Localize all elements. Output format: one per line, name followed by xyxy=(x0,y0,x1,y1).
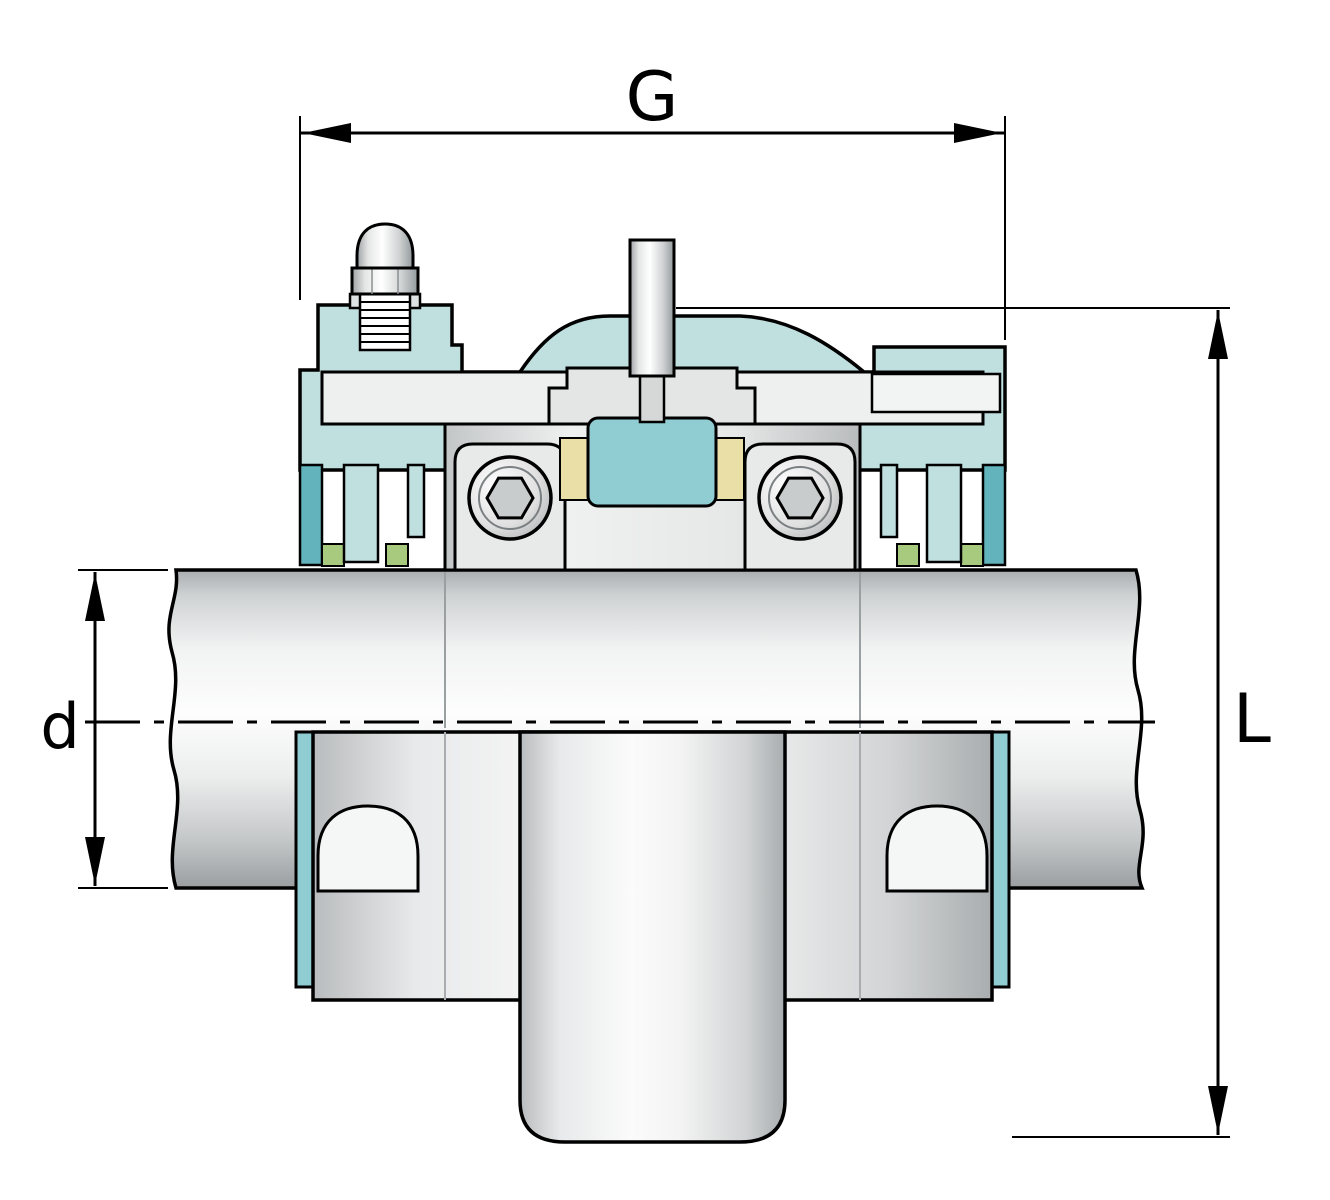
labyrinth-seals xyxy=(298,463,1007,567)
dim-l-arrow-bottom xyxy=(1208,1086,1228,1134)
dim-g-arrow-right xyxy=(954,123,1002,143)
cage-segment-right xyxy=(715,437,745,501)
labyrinth-tooth-left xyxy=(342,463,380,564)
cage-segment-left xyxy=(559,437,589,501)
grease-fitting-thread xyxy=(358,292,412,352)
dimension-g: G xyxy=(299,58,1006,340)
set-screw-left-chamfer xyxy=(478,466,542,530)
stud-stem xyxy=(638,374,666,424)
sleeve-arch-cutout-left xyxy=(316,804,420,893)
labyrinth-step-left xyxy=(406,463,426,539)
seal-ring-right-outer xyxy=(960,543,984,567)
seal-ring-left-outer xyxy=(321,543,345,567)
seal-ring-left-inner xyxy=(385,543,409,567)
set-screw-left xyxy=(467,455,553,541)
locating-pin-block xyxy=(586,416,718,508)
dim-d-arrow-top xyxy=(85,573,105,621)
set-screw-right xyxy=(757,455,843,541)
housing-lower-lip-left xyxy=(294,730,315,989)
dim-g-arrow-left xyxy=(303,123,351,143)
dimension-l: L xyxy=(676,307,1271,1138)
dimension-l-label: L xyxy=(1233,680,1271,759)
labyrinth-outer-strip-right xyxy=(981,463,1007,567)
lower-sleeve xyxy=(294,730,1011,1144)
dimension-d: d xyxy=(40,569,168,889)
sleeve-center-block xyxy=(518,730,787,1144)
labyrinth-outer-strip-left xyxy=(298,463,324,567)
grease-fitting-dome xyxy=(355,222,415,270)
dimension-g-label: G xyxy=(626,58,679,137)
set-screw-left-hex-socket xyxy=(485,476,535,520)
set-screw-right-hex-socket xyxy=(775,476,825,520)
housing-lower-lip-right xyxy=(990,730,1011,989)
stud-body xyxy=(628,238,676,378)
mounting-stud xyxy=(628,238,676,424)
labyrinth-step-right xyxy=(879,463,899,539)
grease-fitting xyxy=(348,222,422,352)
grease-fitting-thread-lines xyxy=(360,301,410,343)
seal-ring-right-inner xyxy=(896,543,920,567)
labyrinth-tooth-right xyxy=(925,463,963,564)
dim-d-arrow-bottom xyxy=(85,837,105,885)
clamping-collar xyxy=(443,416,862,572)
end-cover-plate xyxy=(870,372,1002,414)
set-screw-right-chamfer xyxy=(768,466,832,530)
grease-fitting-hex xyxy=(350,266,420,296)
dimension-d-label: d xyxy=(40,690,79,763)
dim-l-arrow-top xyxy=(1208,311,1228,359)
sleeve-arch-cutout-right xyxy=(885,804,989,893)
